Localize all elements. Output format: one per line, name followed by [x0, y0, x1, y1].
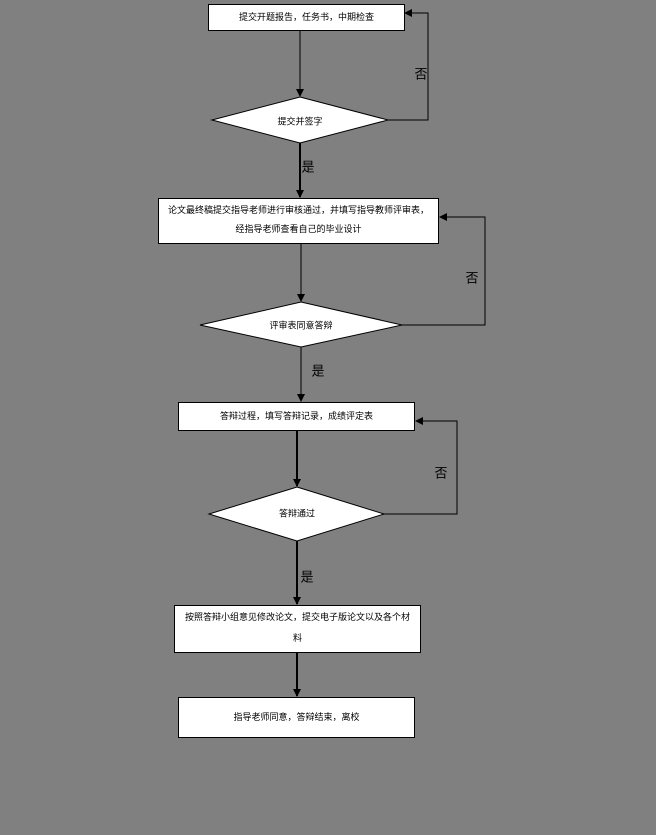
edge-label-yes-1: 是 [301, 160, 315, 176]
node-revise-submit: 按照答辩小组意见修改论文，提交电子版论文以及各个材料 [174, 605, 421, 653]
loop-no-2 [402, 213, 486, 326]
node-final-review-text: 论文最终稿提交指导老师进行审核通过，并填写指导教师评审表，经指导老师查看自己的毕… [167, 206, 429, 235]
node-submit-reports: 提交开题报告，任务书，中期检查 [208, 4, 405, 31]
node-finish-text: 指导老师同意，答辩结束，离校 [233, 712, 360, 723]
loop-no-3 [384, 417, 458, 515]
edge-label-no-1: 否 [414, 67, 428, 83]
node-defense-process: 答辩过程，填写答辩记录，成绩评定表 [178, 402, 415, 431]
decision-review-agree-label: 评审表同意答辩 [269, 321, 333, 332]
edge-label-yes-2: 是 [311, 364, 325, 380]
edge-label-no-3: 否 [434, 466, 448, 482]
node-revise-submit-text: 按照答辩小组意见修改论文，提交电子版论文以及各个材料 [184, 613, 410, 644]
node-submit-reports-text: 提交开题报告，任务书，中期检查 [238, 12, 374, 23]
loop-no-1 [388, 9, 429, 121]
edge-label-yes-3: 是 [300, 570, 314, 586]
edge-label-no-2: 否 [465, 271, 479, 287]
node-final-review: 论文最终稿提交指导老师进行审核通过，并填写指导教师评审表，经指导老师查看自己的毕… [158, 198, 439, 244]
decision-defense-pass-label: 答辩通过 [278, 509, 316, 520]
node-defense-process-text: 答辩过程，填写答辩记录，成绩评定表 [219, 411, 373, 422]
decision-submit-sign-label: 提交并签字 [277, 117, 323, 128]
node-finish: 指导老师同意，答辩结束，离校 [178, 697, 415, 738]
